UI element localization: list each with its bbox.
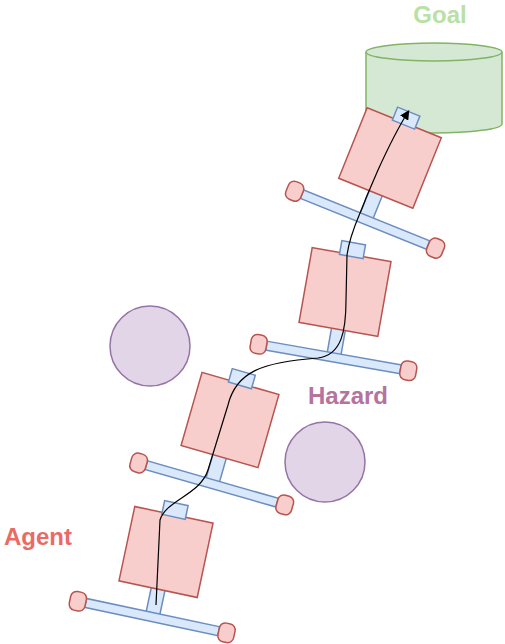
goal-label: Goal <box>363 2 505 28</box>
agent-robot <box>128 349 324 516</box>
agent-robot <box>249 228 436 381</box>
hazard-label: Hazard <box>308 383 388 409</box>
hazard-circle <box>110 306 190 386</box>
agent-robot <box>284 80 487 260</box>
hazard-circle <box>285 422 365 502</box>
agent-path <box>156 112 408 605</box>
agent-robot <box>68 486 259 644</box>
agent-label: Agent <box>4 524 72 550</box>
goal-region: Goal <box>363 2 505 28</box>
